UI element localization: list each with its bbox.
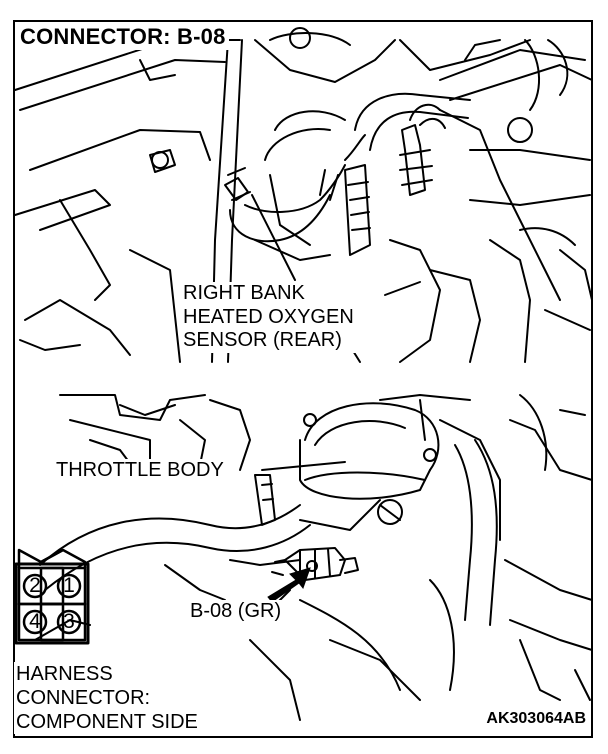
diagram-title: CONNECTOR: B-08 xyxy=(17,24,229,50)
connector-pin-2: 2 xyxy=(29,574,41,597)
harness-connector-symbol xyxy=(14,548,90,645)
sensor-label-line-1: RIGHT BANK xyxy=(183,282,305,304)
throttle-body-label: THROTTLE BODY xyxy=(54,459,226,482)
connector-arrow xyxy=(267,567,311,603)
sensor-label-line-3: SENSOR (REAR) xyxy=(183,329,342,351)
connector-pin-4: 4 xyxy=(29,610,41,633)
harness-connector-label: HARNESS CONNECTOR: COMPONENT SIDE xyxy=(14,662,200,734)
connector-id-label: B-08 (GR) xyxy=(188,600,284,623)
oxygen-sensor-label: RIGHT BANK HEATED OXYGEN SENSOR (REAR) xyxy=(181,282,356,353)
harness-label-line-2: CONNECTOR: xyxy=(16,687,151,709)
connector-pin-1: 1 xyxy=(63,574,75,597)
harness-label-line-1: HARNESS xyxy=(16,663,113,685)
harness-label-line-3: COMPONENT SIDE xyxy=(16,711,198,733)
figure-code: AK303064AB xyxy=(484,710,588,728)
sensor-label-line-2: HEATED OXYGEN xyxy=(183,305,354,328)
connector-pin-3: 3 xyxy=(63,610,75,633)
